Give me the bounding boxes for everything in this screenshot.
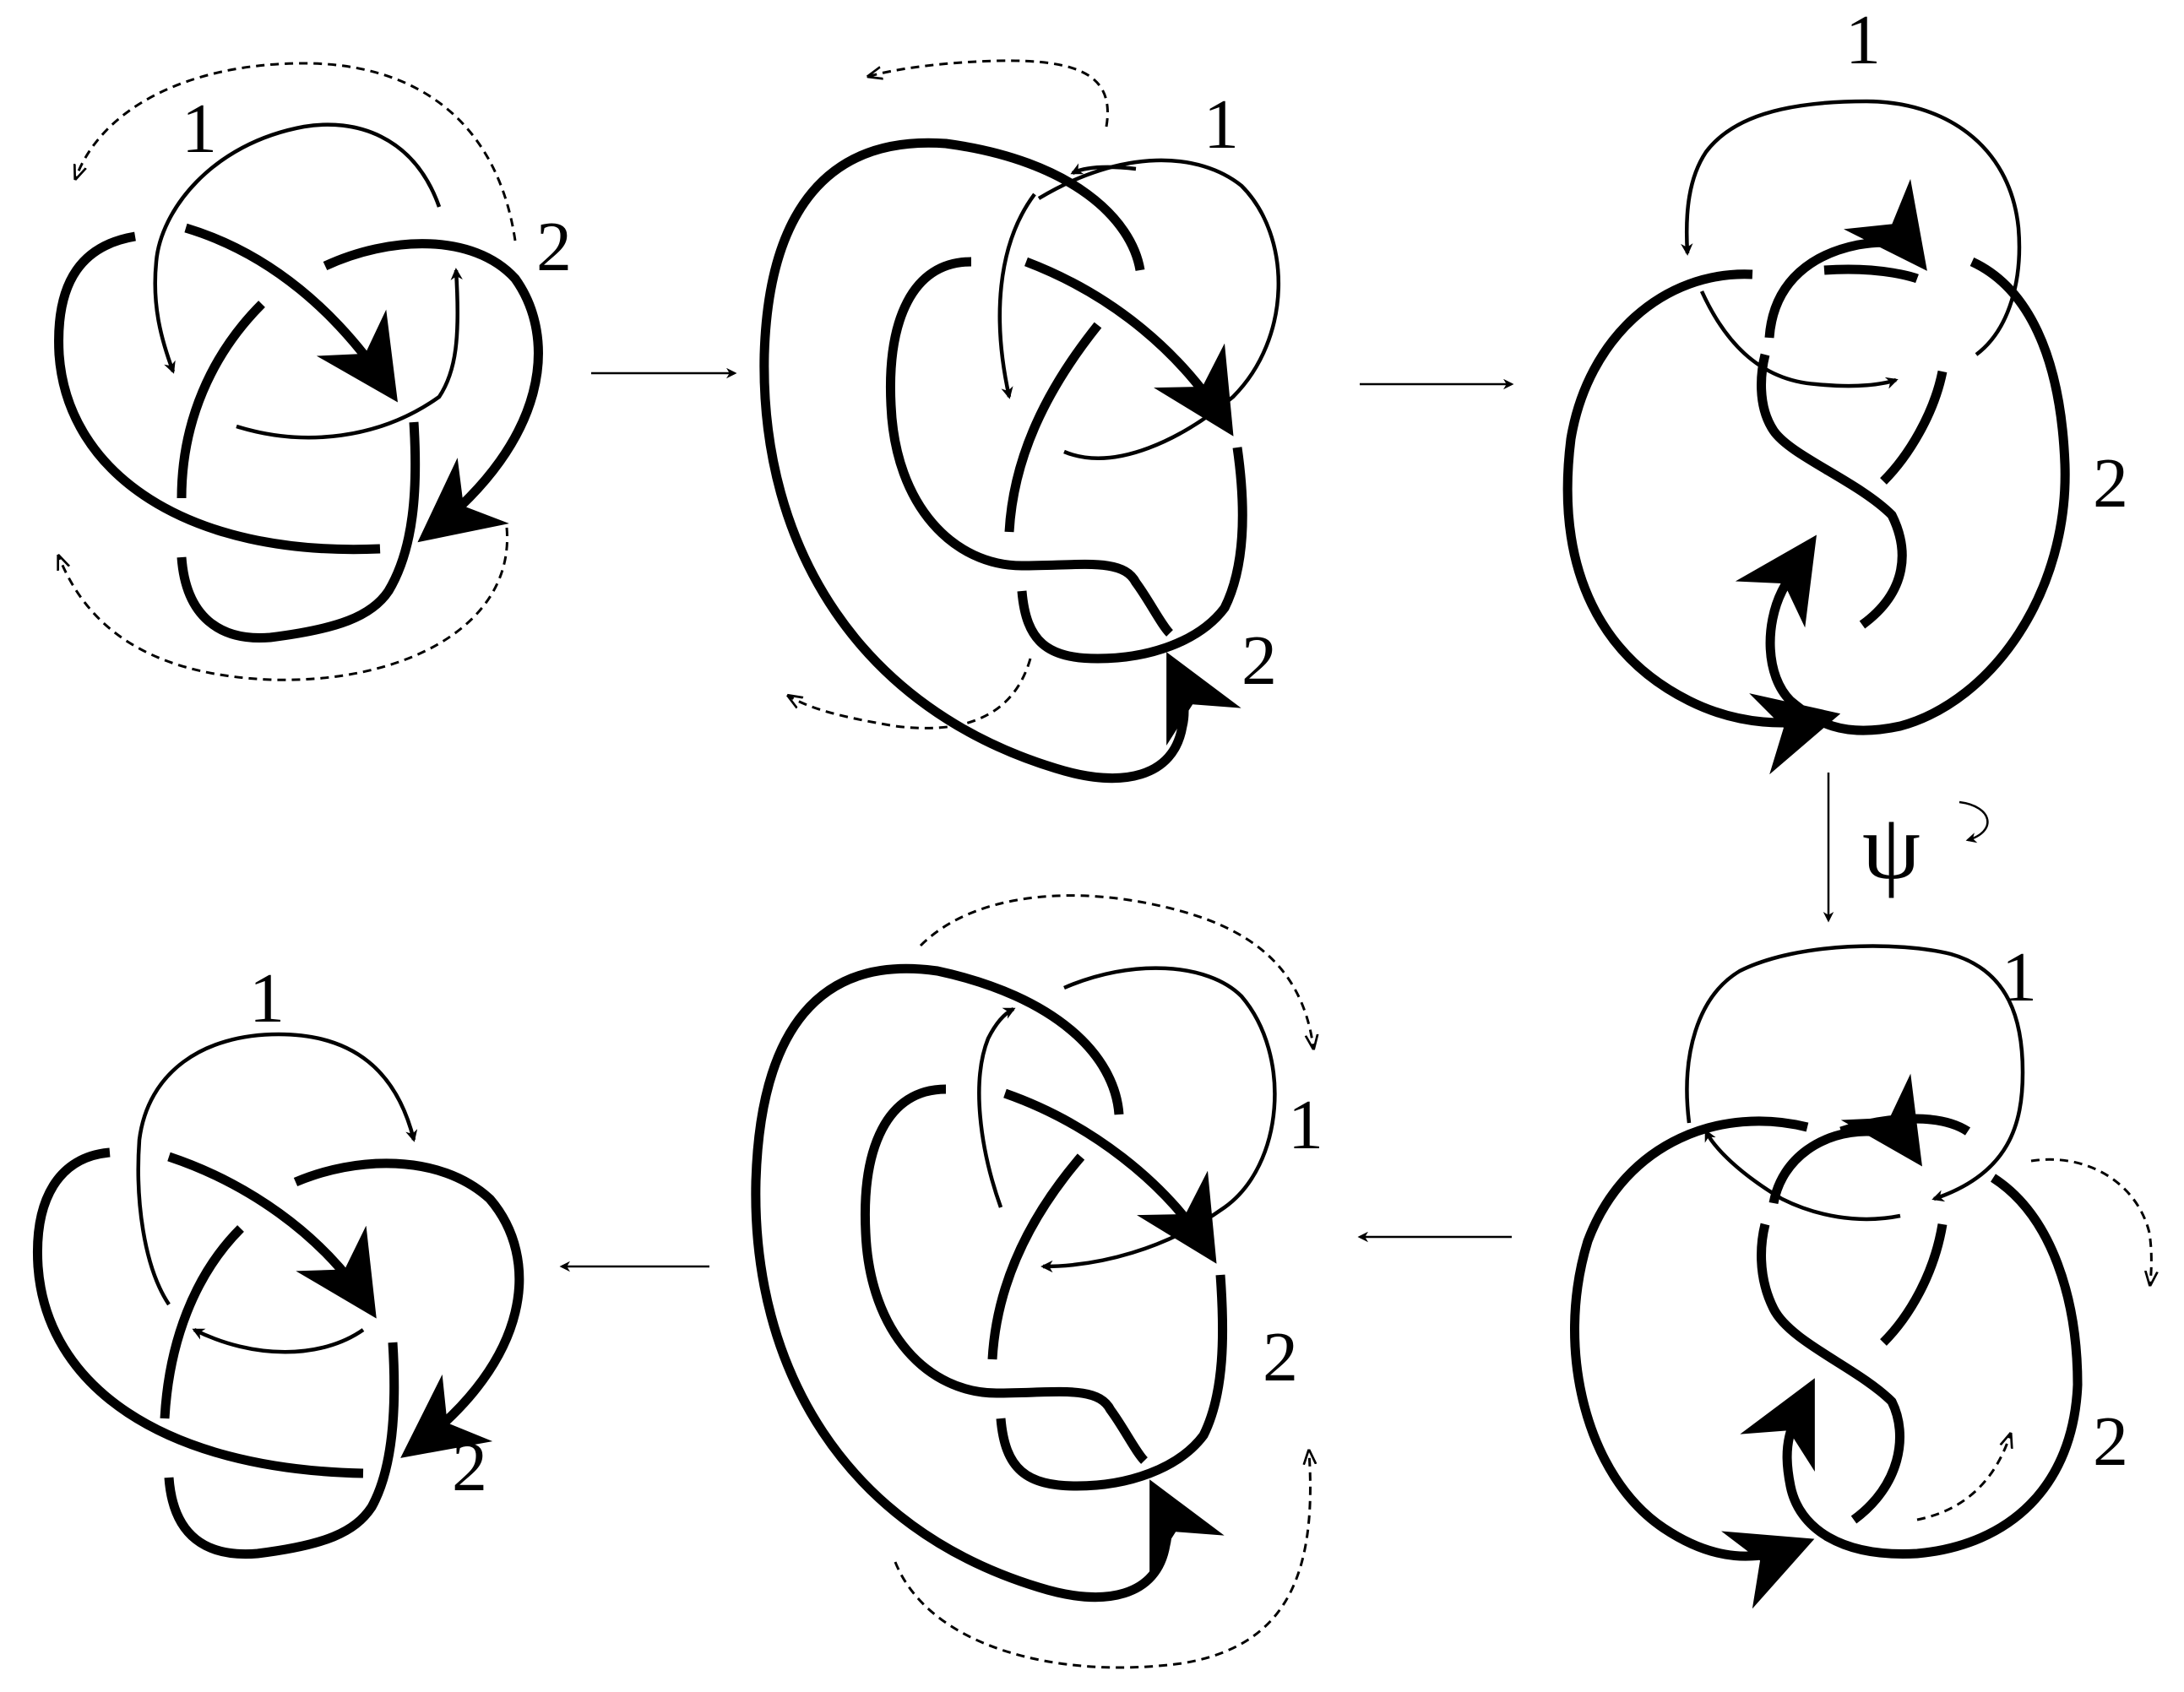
strand-2-thick	[167, 1152, 377, 1319]
psi-transition: ψ	[1823, 773, 1989, 923]
label-strand-1: 1	[182, 89, 217, 168]
panel-bottom-middle: 1 2	[751, 894, 1323, 1669]
strand-2-thick	[1757, 1223, 1904, 1524]
strand-1-thin	[136, 1032, 418, 1306]
strand-2-thick	[323, 239, 543, 543]
label-strand-1: 1	[1288, 1086, 1323, 1164]
label-strand-1: 1	[1203, 85, 1239, 164]
strand-1-thin	[1681, 99, 2022, 356]
psi-symbol: ψ	[1862, 795, 1921, 898]
strand-2-thick	[1823, 264, 1919, 284]
label-strand-2: 2	[1241, 621, 1277, 700]
rotation-arrow-dashed	[790, 658, 1032, 729]
panel-bottom-right: 1 2	[1570, 938, 2151, 1609]
rotation-arrow-dashed	[59, 527, 508, 681]
strand-2-thick	[1757, 353, 1907, 629]
label-strand-1: 1	[2002, 938, 2037, 1017]
panel-top-right: 1 2	[1562, 1, 2128, 775]
panel-top-left: 1 2	[54, 62, 572, 681]
strand-2-thick	[1768, 1073, 1922, 1205]
strand-2-thick	[54, 231, 381, 555]
strand-2-thick	[1562, 269, 1841, 775]
strand-2-thick	[177, 301, 265, 499]
strand-2-thick	[751, 963, 1225, 1602]
strand-2-thick	[164, 1342, 399, 1559]
strand-2-thick	[1024, 257, 1234, 437]
strand-2-thick	[759, 138, 1241, 783]
strand-2-thick	[1570, 1116, 1815, 1609]
rotation-arrow-dashed	[1916, 1435, 2010, 1521]
rotation-arrow-dashed	[2030, 1158, 2151, 1283]
strand-2-thick	[1880, 1223, 1948, 1346]
strand-2-thick	[860, 1084, 1149, 1464]
label-strand-2: 2	[536, 208, 572, 286]
strand-1-thin	[997, 193, 1036, 399]
label-strand-2: 2	[2093, 1402, 2128, 1481]
strand-1-thin	[1703, 1129, 1901, 1222]
label-strand-2: 2	[1263, 1318, 1298, 1396]
strand-1-thin	[1037, 158, 1280, 460]
strand-2-thick	[160, 1225, 244, 1419]
strand-1-thin	[192, 1327, 365, 1354]
strand-2-thick	[987, 1153, 1085, 1360]
strand-2-thick	[1003, 1088, 1217, 1264]
strand-1-thin	[1070, 163, 1137, 176]
panel-bottom-left: 1 2	[32, 959, 524, 1559]
strand-2-thick	[1004, 322, 1102, 533]
strand-1-thin	[977, 1006, 1016, 1208]
strand-1-thin	[1040, 966, 1277, 1273]
strand-2-thick	[1880, 370, 1948, 485]
strand-2-thick	[1764, 178, 1927, 339]
strand-2-thick	[293, 1158, 524, 1458]
strand-2-thick	[1740, 1174, 2083, 1559]
label-strand-1: 1	[1845, 1, 1881, 79]
strand-2-thick	[885, 257, 1174, 637]
strand-2-thick	[177, 421, 421, 643]
label-strand-2: 2	[452, 1428, 487, 1506]
panel-top-middle: 1 2	[759, 59, 1280, 783]
strand-2-thick	[996, 1274, 1228, 1491]
rotation-arrow-dashed	[76, 62, 517, 241]
strand-2-thick	[1735, 258, 2070, 735]
strand-2-thick	[32, 1147, 364, 1478]
strand-1-thin	[1699, 290, 1899, 389]
label-strand-2: 2	[2093, 444, 2128, 523]
strand-1-thin	[153, 122, 442, 374]
strand-2-thick	[184, 223, 398, 403]
strand-1-thin	[236, 268, 463, 440]
rotation-arrow-dashed	[870, 59, 1109, 127]
label-strand-1: 1	[249, 959, 285, 1038]
strand-2-thick	[1017, 447, 1247, 664]
strand-1-thin	[1685, 944, 2025, 1202]
rotation-symbol	[1959, 800, 1989, 843]
